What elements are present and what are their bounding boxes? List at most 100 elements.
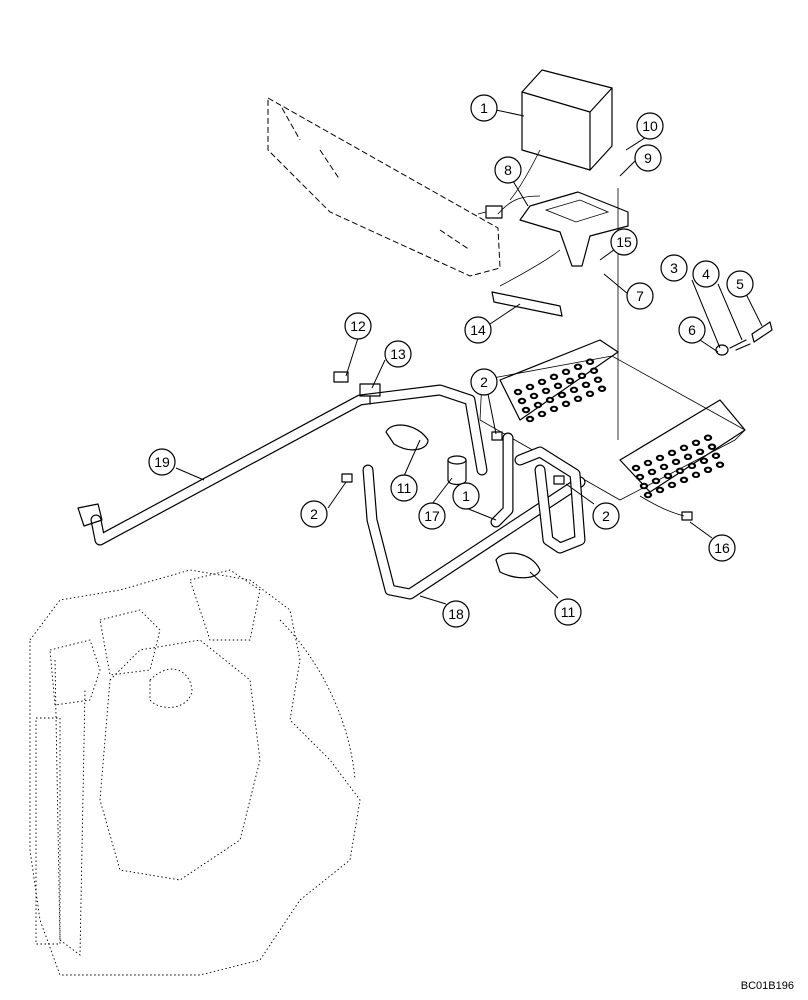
pedal-hole-center: [682, 478, 686, 482]
pedal-hole-center: [524, 408, 528, 412]
pedal-hole-center: [678, 469, 682, 473]
callout-label: 14: [470, 322, 486, 338]
callout-label: 4: [702, 266, 710, 282]
callout-4: 4: [692, 260, 720, 288]
callout-label: 11: [397, 480, 412, 496]
callout-label: 17: [424, 508, 440, 524]
pedal-hole-center: [646, 493, 650, 497]
pedal-hole-center: [596, 378, 600, 382]
callout-label: 3: [670, 260, 678, 276]
callout-label: 8: [504, 162, 512, 178]
pedal-hole-center: [706, 436, 710, 440]
callout-label: 5: [736, 276, 744, 292]
heater-box: [509, 69, 613, 201]
pedal-hole-center: [634, 466, 638, 470]
callout-label: 1: [462, 488, 470, 504]
mounting-bracket: [497, 191, 629, 267]
callout-label: 9: [644, 150, 652, 166]
valve-12: [333, 371, 349, 383]
pedal-hole-center: [702, 459, 706, 463]
pedal-hole-center: [564, 370, 568, 374]
pedal-hole-center: [552, 407, 556, 411]
pedal-hole-center: [588, 360, 592, 364]
pedal-hole-center: [694, 441, 698, 445]
callout-2-upper: 2: [470, 368, 498, 396]
callout-11-upper: 11: [390, 474, 418, 502]
callout-label: 16: [714, 540, 730, 556]
pedal-hole-center: [642, 484, 646, 488]
callout-label: 2: [480, 374, 488, 390]
callout-9: 9: [634, 144, 662, 172]
hose-clamp-upper: [385, 424, 429, 451]
foam-strip: [491, 249, 563, 317]
hardware-stack: [715, 321, 773, 356]
pedal-hole-center: [568, 379, 572, 383]
engine-block: [29, 569, 361, 976]
fittings-2: [341, 431, 565, 485]
pedal-hole-center: [552, 375, 556, 379]
hose-19: [90, 384, 488, 546]
pedal-hole-center: [650, 470, 654, 474]
dashed-cab-panel: [267, 97, 501, 277]
pedal-hole-center: [540, 412, 544, 416]
callout-label: 12: [350, 318, 366, 334]
pedal-hole-center: [670, 483, 674, 487]
pedal-hole-center: [576, 365, 580, 369]
callout-label: 2: [310, 506, 318, 522]
callout-11-lower: 11: [554, 598, 582, 626]
pedal-hole-center: [706, 468, 710, 472]
callout-2-left: 2: [300, 500, 328, 528]
pedal-hole-center: [576, 397, 580, 401]
pedal-hole-center: [592, 369, 596, 373]
callout-10: 10: [636, 112, 664, 140]
callout-label: 6: [688, 322, 696, 338]
callout-label: 7: [636, 288, 644, 304]
pedal-hole-center: [516, 390, 520, 394]
pedal-hole-center: [690, 464, 694, 468]
pedal-hole-center: [600, 387, 604, 391]
pedal-hole-center: [520, 399, 524, 403]
callout-1-hose: 1: [452, 482, 480, 510]
pedal-hole-center: [670, 451, 674, 455]
pedal-hole-center: [686, 455, 690, 459]
callout-label: 2: [602, 508, 610, 524]
figure-reference-code: BC01B196: [740, 980, 794, 992]
pedal-hole-center: [560, 393, 564, 397]
callout-label: 15: [616, 234, 632, 250]
callout-14: 14: [464, 316, 492, 344]
pedal-hole-center: [580, 374, 584, 378]
pedal-hole-center: [658, 488, 662, 492]
pedal-hole-center: [584, 383, 588, 387]
pedal-hole-center: [540, 380, 544, 384]
pedal-hole-center: [646, 461, 650, 465]
pedal-hole-center: [710, 445, 714, 449]
callout-label: 1: [480, 100, 488, 116]
hose-end-connector: [77, 503, 103, 527]
callout-6: 6: [678, 316, 706, 344]
callout-label: 11: [561, 604, 576, 620]
pedal-hole-center: [564, 402, 568, 406]
leader-lines: [175, 109, 763, 605]
pedal-hole-center: [698, 450, 702, 454]
pedal-hole-center: [666, 474, 670, 478]
hose-loop: [490, 432, 586, 554]
wire-connector-16: [639, 495, 693, 521]
pedal-hole-center: [638, 475, 642, 479]
pedal-hole-center: [536, 403, 540, 407]
pedal-hole-center: [658, 456, 662, 460]
pedal-hole-center: [572, 388, 576, 392]
pedal-hole-center: [714, 454, 718, 458]
callout-5: 5: [726, 270, 754, 298]
filter-canister: [447, 455, 467, 486]
pedal-holes-upper: [513, 358, 607, 423]
pedal-hole-center: [556, 384, 560, 388]
callout-17: 17: [418, 502, 446, 530]
callout-15: 15: [610, 228, 638, 256]
pedal-hole-center: [694, 473, 698, 477]
callout-1-heater: 1: [470, 94, 498, 122]
callout-8: 8: [494, 156, 522, 184]
callout-19: 19: [148, 448, 176, 476]
pedal-hole-center: [528, 417, 532, 421]
callout-label: 18: [448, 606, 464, 622]
